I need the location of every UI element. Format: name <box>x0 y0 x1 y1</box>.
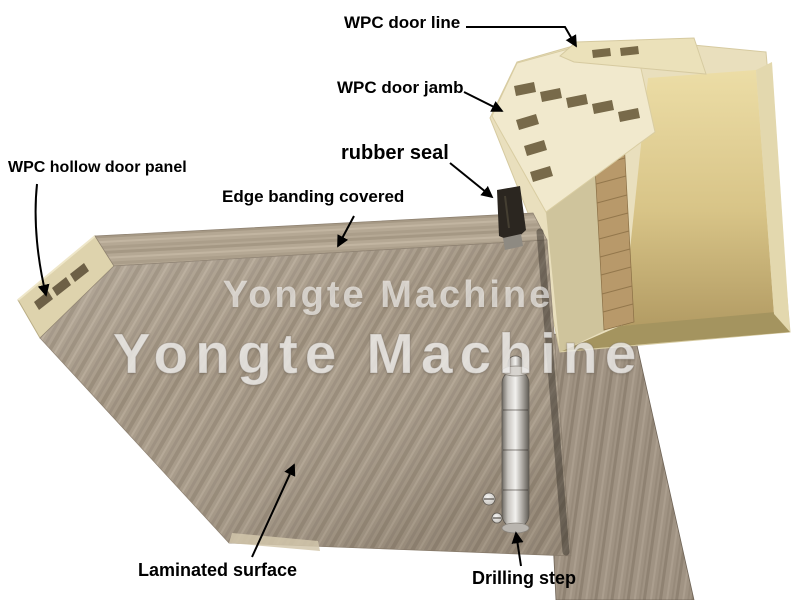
door-bottom-edge <box>229 533 320 551</box>
jamb-bottom-edge <box>562 312 790 351</box>
hinge-knuckle-seams <box>503 409 528 491</box>
jamb-chamber-holes <box>514 82 640 182</box>
hinge-barrel <box>501 369 530 529</box>
face-sheen <box>40 240 571 556</box>
door-slab <box>17 212 572 557</box>
jamb-inner-wall <box>756 62 790 332</box>
annotation-arrows <box>34 26 577 567</box>
arrow-edge-banding <box>337 215 355 248</box>
label-edge-banding-covered: Edge banding covered <box>222 187 405 206</box>
label-wpc-door-line: WPC door line <box>344 13 461 32</box>
door-core-cross-section <box>17 235 115 339</box>
label-rubber-seal: rubber seal <box>341 142 449 164</box>
label-wpc-hollow-door-panel: WPC hollow door panel <box>8 159 187 176</box>
label-laminated-surface: Laminated surface <box>138 560 298 580</box>
arrow-door-line <box>466 26 577 48</box>
label-wpc-door-jamb: WPC door jamb <box>337 78 464 97</box>
arrow-door-jamb <box>463 91 504 112</box>
watermark-lower: Yongte Machine <box>113 322 644 386</box>
hinge-gap-groove <box>536 228 570 556</box>
arrow-drilling-step <box>511 531 524 567</box>
jamb-interior <box>622 70 774 326</box>
arrow-hollow-panel <box>34 183 50 297</box>
hinge-cap-bottom <box>501 522 530 534</box>
jamb-cross-section <box>489 37 791 353</box>
arrow-laminated-surface <box>251 463 296 558</box>
hinge <box>482 355 530 534</box>
rubber-seal <box>497 186 526 250</box>
watermark-upper: Yongte Machine <box>223 274 554 316</box>
hinge-cap-top <box>501 365 530 377</box>
arrow-rubber-seal <box>449 162 494 199</box>
label-drilling-step: Drilling step <box>472 568 577 588</box>
